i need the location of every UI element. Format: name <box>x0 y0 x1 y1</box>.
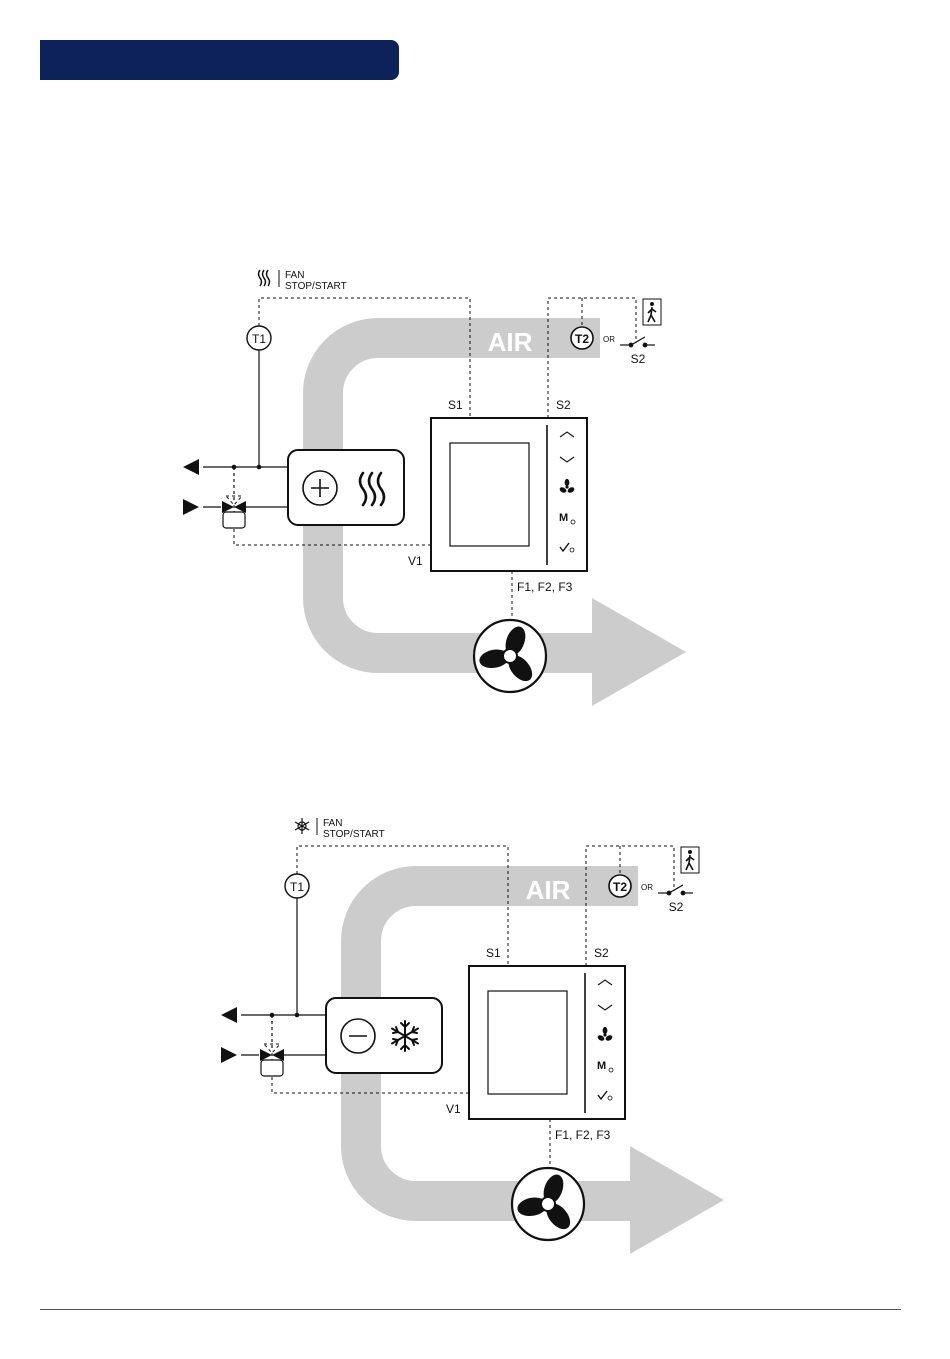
t1-label: T1 <box>290 880 304 894</box>
return-flow-arrow <box>183 459 199 475</box>
mode-icon[interactable]: M <box>597 1060 606 1072</box>
legend-line2: STOP/START <box>323 829 385 840</box>
return-flow-arrow <box>221 1007 237 1023</box>
air-label: AIR <box>488 327 533 357</box>
legend-line1: FAN <box>285 270 304 281</box>
legend-line1: FAN <box>323 818 342 829</box>
presence-person-icon <box>643 299 661 325</box>
s2-switch <box>658 885 693 895</box>
valve-actuator <box>223 512 245 528</box>
junction-dot <box>295 1013 300 1018</box>
t1-label: T1 <box>252 332 266 346</box>
s1-terminal-label: S1 <box>448 398 463 412</box>
junction-dot <box>232 465 237 470</box>
air-label: AIR <box>526 875 571 905</box>
legend-line2: STOP/START <box>285 281 347 292</box>
cooling-diagram: AIR FAN STOP/START T1 T2 OR S2 <box>0 548 950 1268</box>
valve-actuator <box>261 1060 283 1076</box>
supply-flow-arrow <box>221 1047 237 1063</box>
mode-icon[interactable]: M <box>559 512 568 524</box>
fan-icon <box>512 1168 584 1240</box>
presence-person-icon <box>681 847 699 873</box>
or-label: OR <box>641 883 653 892</box>
junction-dot <box>257 465 262 470</box>
footer-divider <box>40 1309 901 1310</box>
s2-terminal-label: S2 <box>594 946 609 960</box>
s2-switch <box>620 337 655 347</box>
s2-switch-label: S2 <box>631 352 646 366</box>
s2-terminal-label: S2 <box>556 398 571 412</box>
heat-waves-icon <box>259 270 270 286</box>
s1-terminal-label: S1 <box>486 946 501 960</box>
t2-label: T2 <box>575 332 589 346</box>
air-flow-arrowhead <box>630 1146 724 1254</box>
t2-label: T2 <box>613 880 627 894</box>
thermostat-display <box>450 443 529 546</box>
supply-flow-arrow <box>183 499 199 515</box>
snowflake-icon <box>295 818 309 834</box>
v1-terminal-label: V1 <box>446 1102 461 1116</box>
junction-dot <box>270 1013 275 1018</box>
s2-switch-label: S2 <box>669 900 684 914</box>
fan-outputs-label: F1, F2, F3 <box>555 1128 611 1142</box>
or-label: OR <box>603 335 615 344</box>
thermostat-display <box>488 991 567 1094</box>
